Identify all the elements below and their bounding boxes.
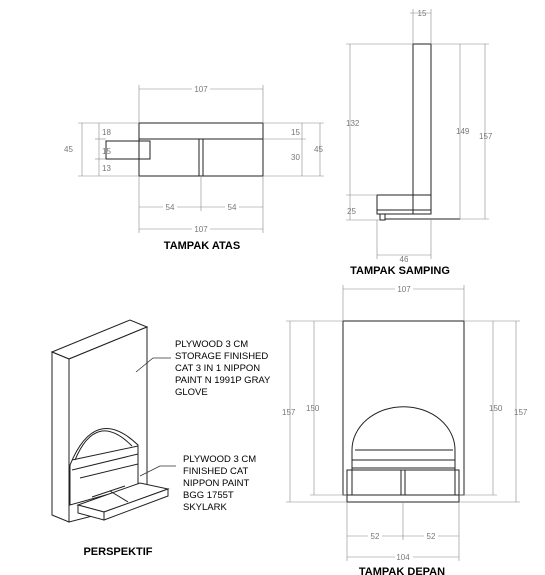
dim-front-left-157: 157: [282, 408, 296, 417]
note-2-line-3: NIPPON PAINT: [183, 478, 250, 489]
note-2-line-1: PLYWOOD 3 CM: [183, 454, 256, 465]
side-view: 15 132 25 149 157 46 TAMPAK SAMPING: [346, 9, 493, 277]
dim-top-right-30: 30: [291, 153, 300, 162]
top-view-shelf: [105, 140, 151, 160]
dim-top-right-15: 15: [291, 128, 300, 137]
top-view-outline: [138, 122, 264, 177]
dim-top-width-bottom: 107: [194, 225, 208, 234]
perspective-panel-side: [51, 351, 70, 523]
side-view-base: [376, 194, 432, 215]
dim-side-left-132: 132: [346, 119, 360, 128]
dim-front-left-150: 150: [306, 404, 320, 413]
dim-front-right-157: 157: [514, 408, 528, 417]
dim-top-left-18: 18: [102, 128, 111, 137]
title-tampak-atas: TAMPAK ATAS: [164, 240, 240, 252]
dim-top-left-45: 45: [64, 145, 73, 154]
title-tampak-samping: TAMPAK SAMPING: [350, 265, 450, 277]
front-view: 107 157 150 150 157 52 52 104 TAMPAK D: [282, 285, 528, 575]
dim-front-top-107: 107: [397, 285, 411, 294]
top-view: 107 54 54 107 18 15 13 45 15: [64, 85, 324, 252]
dim-side-right-157: 157: [479, 132, 493, 141]
note-1-line-1: PLYWOOD 3 CM: [175, 339, 248, 350]
note-2-line-2: FINISHED CAT: [183, 466, 248, 477]
dim-top-right-45: 45: [314, 145, 323, 154]
dim-front-right-150: 150: [489, 404, 503, 413]
perspective-view: PLYWOOD 3 CM STORAGE FINISHED CAT 3 IN 1…: [50, 319, 271, 558]
side-view-back-panel: [412, 43, 432, 215]
note-1-line-3: CAT 3 IN 1 NIPPON: [175, 363, 260, 374]
note-2-line-5: SKYLARK: [183, 502, 227, 513]
dim-side-bottom-46: 46: [400, 255, 409, 264]
title-tampak-depan: TAMPAK DEPAN: [359, 566, 445, 575]
title-perspektif: PERSPEKTIF: [83, 546, 152, 558]
dim-side-left-25: 25: [347, 207, 356, 216]
dim-front-bottom-104: 104: [396, 553, 410, 562]
dim-front-bottom-52a: 52: [371, 532, 380, 541]
dim-front-bottom-52b: 52: [427, 532, 436, 541]
dim-top-left-15: 15: [102, 147, 111, 156]
note-1-line-2: STORAGE FINISHED: [175, 351, 268, 362]
leader-line-2: [139, 465, 176, 477]
note-2-line-4: BGG 1755T: [183, 490, 234, 501]
front-view-panel: [342, 320, 465, 496]
dim-side-right-149: 149: [456, 127, 470, 136]
side-view-foot: [379, 213, 386, 221]
note-1-line-4: PAINT N 1991P GRAY: [175, 375, 271, 386]
leader-line-1: [135, 357, 171, 373]
front-view-plinth: [346, 494, 460, 503]
front-view-base: [346, 469, 460, 496]
dim-top-right-half: 54: [228, 203, 237, 212]
note-1-line-5: GLOVE: [175, 387, 208, 398]
dim-top-left-13: 13: [102, 164, 111, 173]
perspective-arch-niche: [69, 428, 139, 506]
perspective-base-side: [77, 504, 105, 521]
dim-side-top-15: 15: [418, 9, 427, 18]
dim-top-width: 107: [194, 85, 208, 94]
dim-top-left-half: 54: [166, 203, 175, 212]
front-view-arch: [351, 406, 456, 495]
